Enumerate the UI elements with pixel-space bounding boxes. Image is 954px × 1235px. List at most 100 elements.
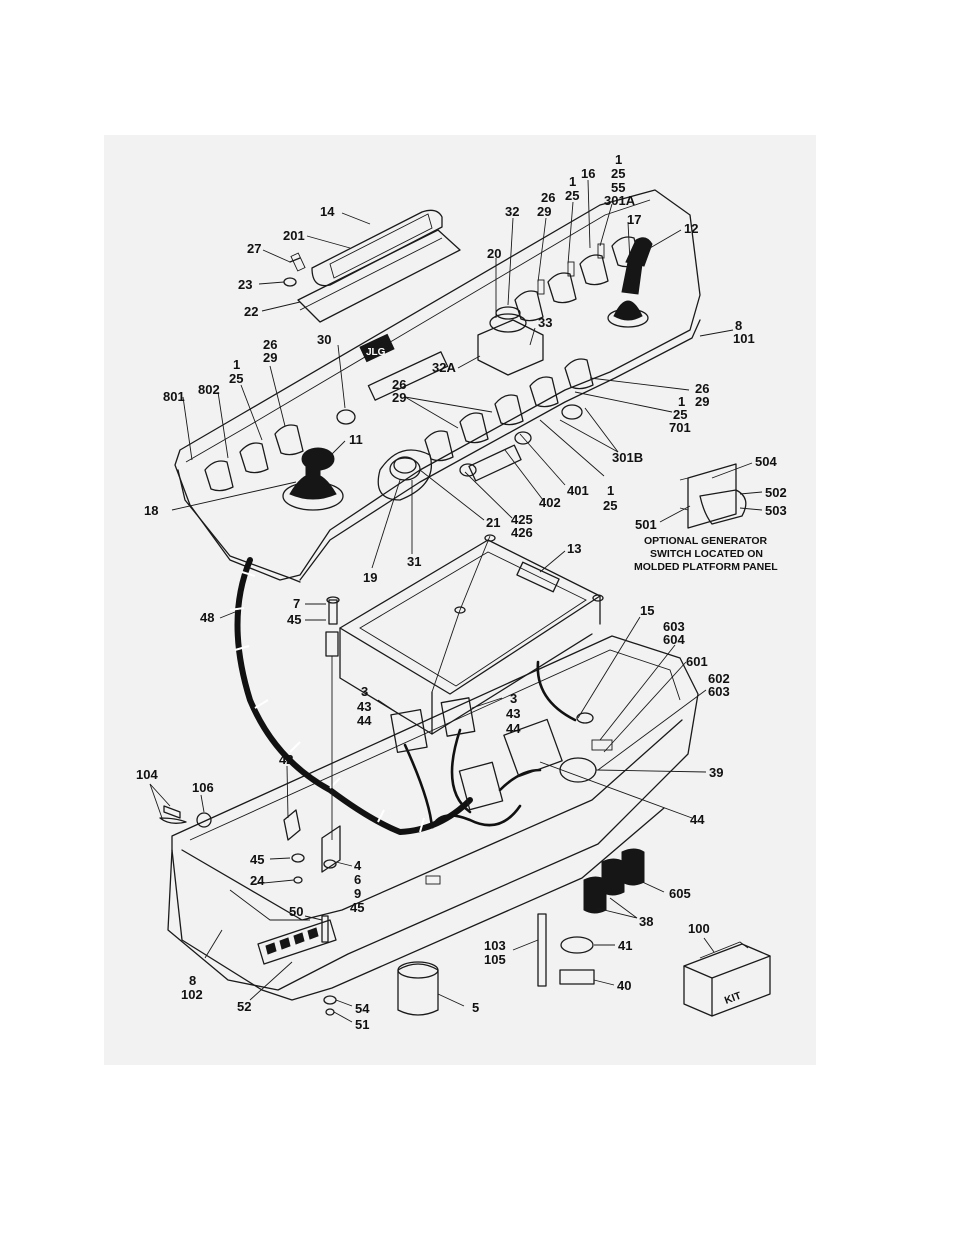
callout-501: 501 [635,517,657,532]
callout-20: 20 [487,246,501,261]
callout-701: 701 [669,420,691,435]
terminal-box-13 [339,534,604,735]
callout-55: 55 [611,180,625,195]
callout-54: 54 [355,1001,370,1016]
callout-7: 7 [293,596,300,611]
callout-51: 51 [355,1017,369,1032]
callout-17: 17 [627,212,641,227]
callout-102: 102 [181,987,203,1002]
callout-401: 401 [567,483,589,498]
display-module [283,209,461,323]
joystick-11 [282,447,344,511]
callout-50: 50 [289,904,303,919]
callout-31: 31 [407,554,421,569]
bracket-42 [283,809,301,841]
callout-6: 6 [354,872,361,887]
kit-label: KIT [723,990,744,1007]
pin-104 [159,805,212,828]
callout-30: 30 [317,332,331,347]
callout-44-low: 44 [690,812,705,827]
callout-52: 52 [237,999,251,1014]
callout-14: 14 [320,204,335,219]
callout-11: 11 [349,432,363,447]
knob-31 [377,449,432,501]
note-line-2: SWITCH LOCATED ON [650,548,763,560]
callout-26-mid: 26 [392,377,406,392]
callout-48: 48 [200,610,214,625]
panel-logo-text: JLG [366,347,386,358]
rod-103 [537,913,547,987]
horn-5 [397,961,439,1016]
callout-15: 15 [640,603,654,618]
callout-29-left: 29 [263,350,277,365]
callout-25-low: 25 [603,498,617,513]
callout-43-left: 43 [357,699,371,714]
callout-801: 801 [163,389,185,404]
washer-41 [560,936,594,954]
callout-301a: 301A [604,193,636,208]
joystick-12 [607,237,653,328]
callout-25-301a: 25 [611,166,625,181]
callout-45-top: 45 [287,612,301,627]
callout-38: 38 [639,914,653,929]
callout-45-mid: 45 [250,852,264,867]
callout-23: 23 [238,277,252,292]
callout-12: 12 [684,221,698,236]
callout-18: 18 [144,503,158,518]
callout-29-right: 29 [695,394,709,409]
callout-33: 33 [538,315,552,330]
callout-22: 22 [244,304,258,319]
callout-26-left: 26 [263,337,277,352]
callout-29-top: 29 [537,204,551,219]
callout-40: 40 [617,978,631,993]
callout-601: 601 [686,654,708,669]
callout-21: 21 [486,515,500,530]
callout-24: 24 [250,873,265,888]
callout-603-b: 603 [708,684,730,699]
callout-8-lower: 8 [189,973,196,988]
callouts: 14 201 27 23 22 32 20 33 32A 26 29 1 25 … [136,152,787,1032]
cable-48 [229,557,473,835]
callout-42: 42 [279,752,293,767]
callout-802: 802 [198,382,220,397]
callout-41: 41 [618,938,632,953]
switch-guards-mid [424,358,594,462]
callout-1-301a: 1 [615,152,622,167]
callout-104: 104 [136,767,158,782]
callout-402: 402 [539,495,561,510]
callout-32a: 32A [432,360,456,375]
callout-26-top: 26 [541,190,555,205]
callout-103: 103 [484,938,506,953]
panel-logo: JLG [359,333,395,363]
callout-425: 425 [511,512,533,527]
connectors [390,697,613,811]
callout-25-left: 25 [229,371,243,386]
callout-603-a: 603 [663,619,685,634]
callout-32: 32 [505,204,519,219]
callout-604: 604 [663,632,685,647]
callout-3-right: 3 [510,691,517,706]
callout-4: 4 [354,858,362,873]
callout-1-left: 1 [233,357,240,372]
kit-box-100: KIT [683,941,771,1017]
callout-16: 16 [581,166,595,181]
callout-9: 9 [354,886,361,901]
callout-27: 27 [247,241,261,256]
callout-29-mid: 29 [392,390,406,405]
callout-426: 426 [511,525,533,540]
callout-5: 5 [472,1000,479,1015]
callout-43-right: 43 [506,706,520,721]
callout-3-left: 3 [361,684,368,699]
nut-40 [559,969,595,985]
callout-503: 503 [765,503,787,518]
callout-301b: 301B [612,450,643,465]
callout-105: 105 [484,952,506,967]
callout-106: 106 [192,780,214,795]
callout-8-upper: 8 [735,318,742,333]
callout-1-701: 1 [678,394,685,409]
callout-201: 201 [283,228,305,243]
callout-602: 602 [708,671,730,686]
screw-50 [321,915,329,943]
callout-26-right: 26 [695,381,709,396]
callout-44-right: 44 [506,721,521,736]
